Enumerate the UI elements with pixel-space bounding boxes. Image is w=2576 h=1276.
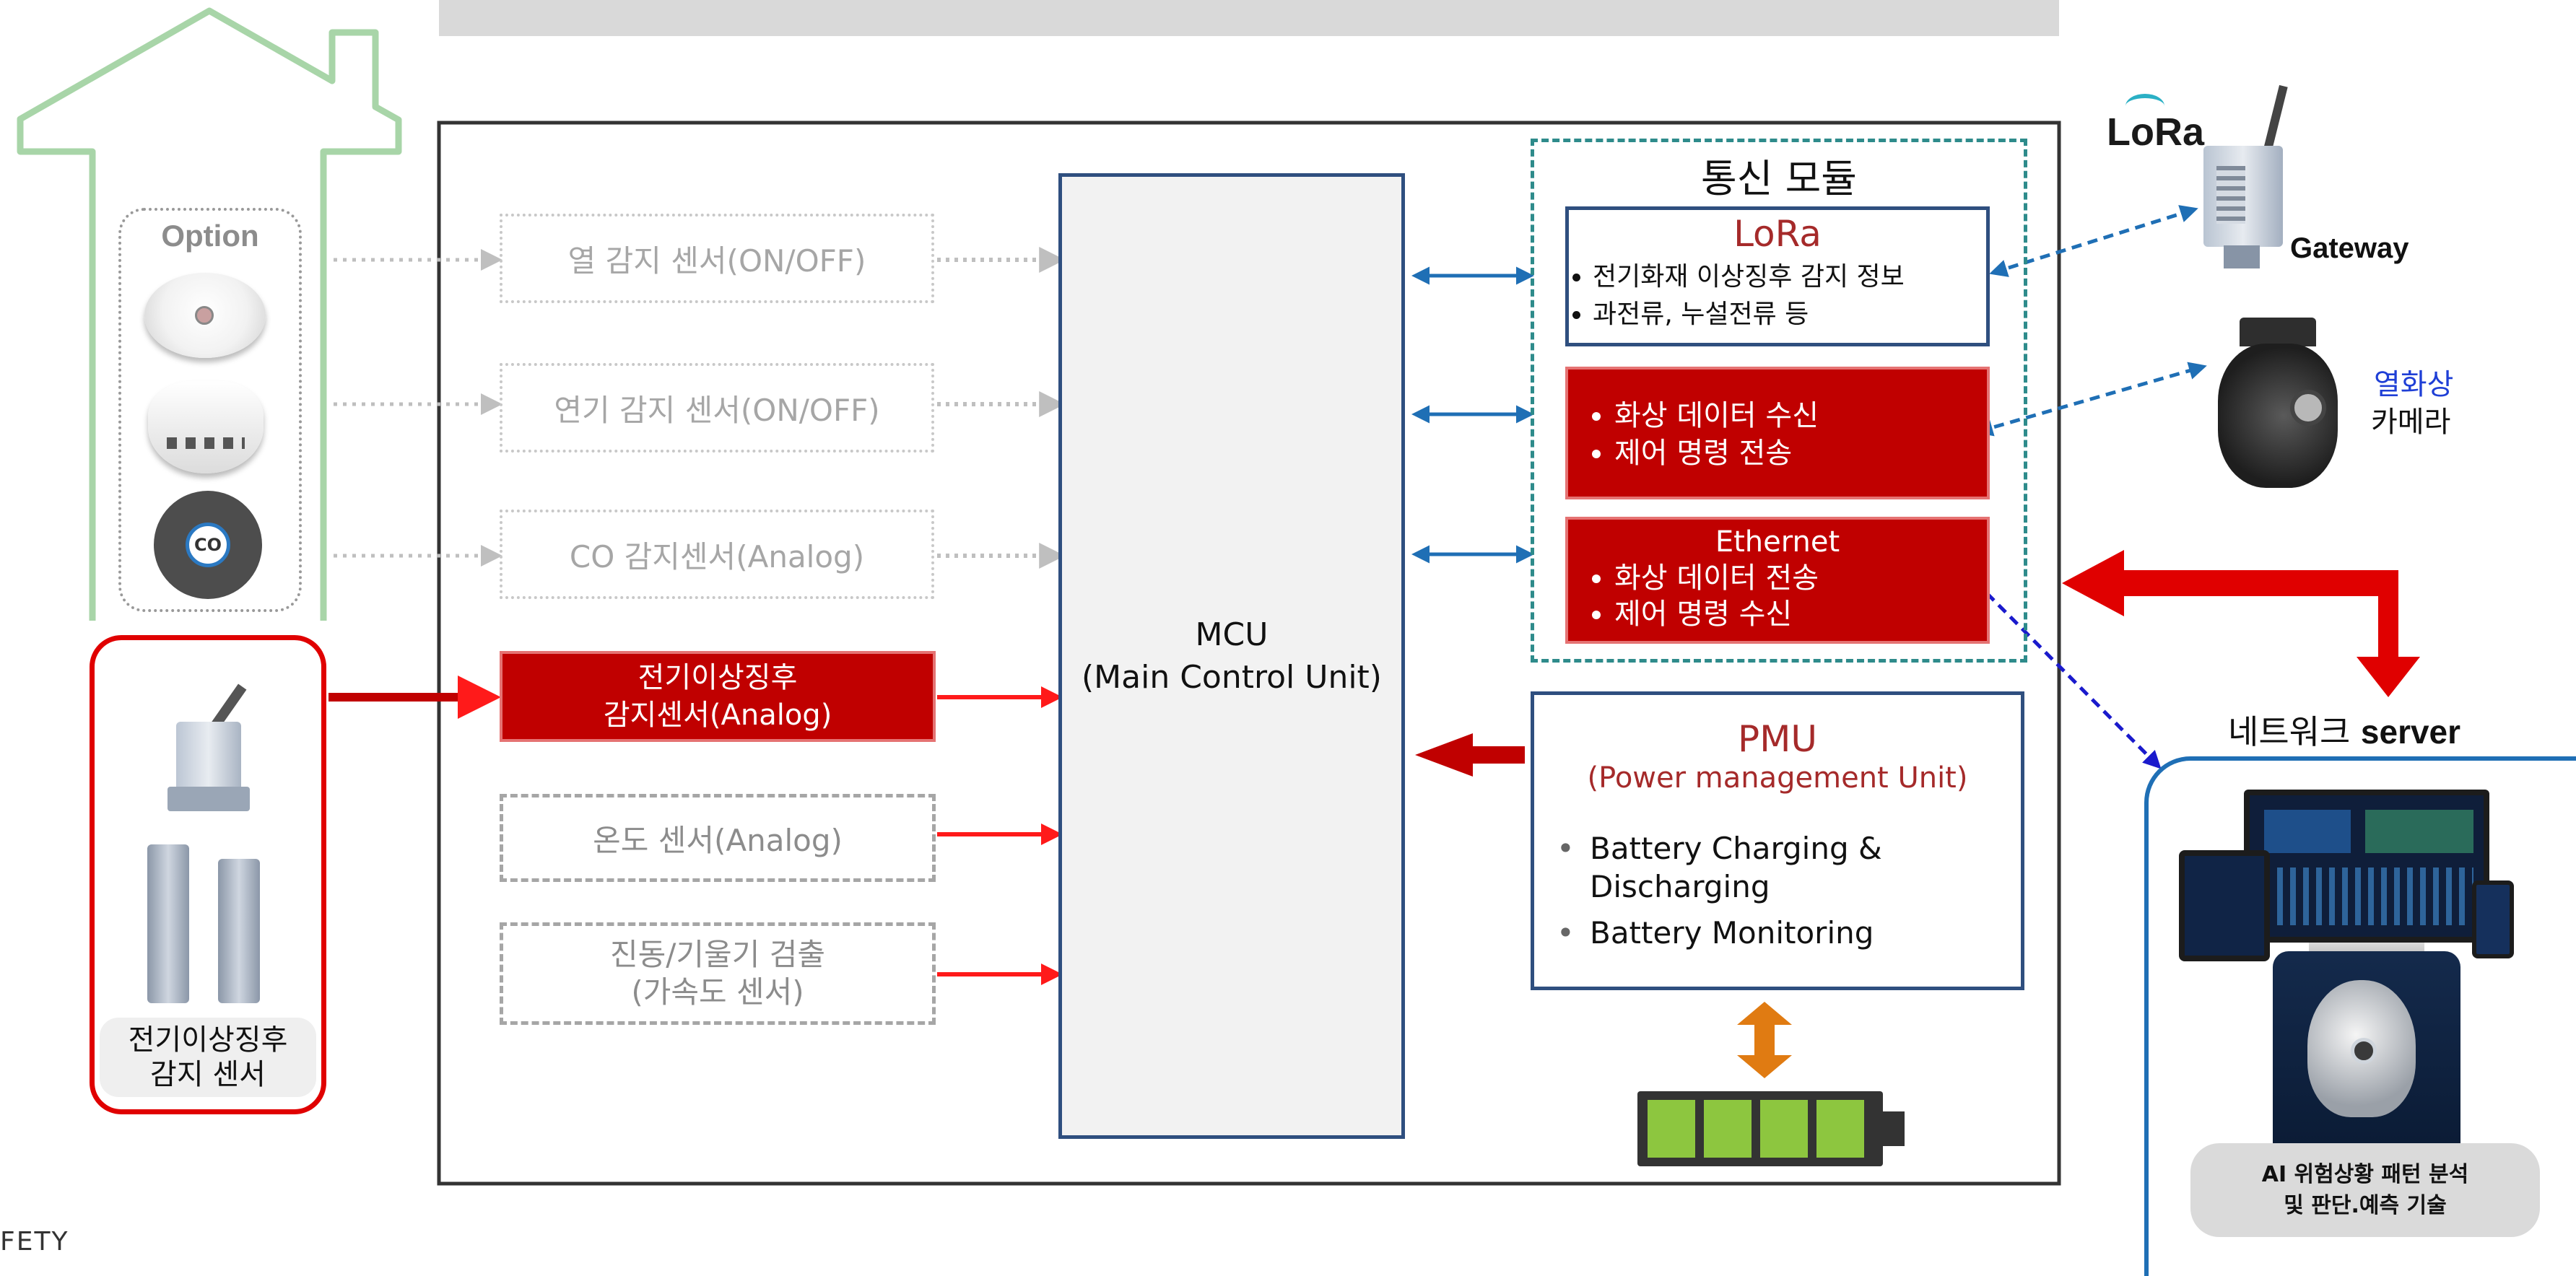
option-label: Option [161,219,259,253]
pmu-title: PMU [1738,718,1817,760]
ethernet-title: Ethernet [1715,525,1840,559]
camera-link-list: 화상 데이터 수신 제어 명령 전송 [1590,397,1965,472]
server-title-ko: 네트워크 [2228,712,2361,751]
sensor-device-image [155,678,253,814]
server-panel [2144,756,2576,1276]
camera-label-top: 열화상 [2374,368,2454,401]
camera-link-item: 제어 명령 전송 [1614,434,1965,472]
dashboard-tablet-image [2179,850,2270,961]
lora-item: 과전류, 누설전류 등 [1593,296,1987,333]
smoke-sensor-box: 연기 감지 센서(ON/OFF) [500,363,934,453]
comm-module-group [1531,139,2027,663]
dashboard-monitor-image [2244,790,2489,943]
clamp-sensor-image-2 [218,859,260,1003]
camera-label-bottom: 카메라 [2371,406,2451,439]
battery-arrow [1737,1002,1792,1078]
heat-detector-image [144,273,266,358]
mcu-block: MCU (Main Control Unit) [1058,173,1405,1139]
ethernet-list: 화상 데이터 전송 제어 명령 수신 [1590,560,1965,632]
bullet-icon: • [1557,915,1575,951]
ethernet-box [1565,517,1990,644]
gateway-label: Gateway [2290,232,2409,264]
heat-sensor-box: 열 감지 센서(ON/OFF) [500,214,934,303]
pmu-subtitle: (Power management Unit) [1587,761,1968,795]
thermal-camera-image [2211,318,2345,491]
co-icon: CO [186,523,230,567]
electric-sensor-group [90,635,326,1114]
pmu-item: •Battery Monitoring [1557,914,2007,953]
pmu-box [1531,691,2024,990]
house-outline [17,7,402,621]
ai-robot-image [2273,951,2460,1168]
heat-detector-led-icon [195,306,214,325]
bullet-icon: • [1557,831,1575,866]
main-frame [437,121,2061,1186]
pmu-item: •Battery Charging & Discharging [1557,831,1882,904]
lora-logo-arc [2125,94,2164,118]
co-detector-image: CO [154,491,262,599]
pmu-list: •Battery Charging & Discharging •Battery… [1552,830,2007,953]
title-banner [439,0,2059,36]
electric-sensor-box: 전기이상징후 감지센서(Analog) [500,651,936,742]
co-sensor-box: CO 감지센서(Analog) [500,510,934,599]
lora-box [1565,206,1990,346]
lora-list: 전기화재 이상징후 감지 정보 과전류, 누설전류 등 [1568,258,1987,333]
lora-title: LoRa [1733,213,1822,255]
pmu-to-mcu-arrow [1415,733,1525,777]
comm-module-title: 통신 모듈 [1701,155,1857,201]
camera-link-box [1565,367,1990,499]
battery-terminal [1883,1111,1905,1146]
temperature-sensor-box: 온도 센서(Analog) [500,794,936,882]
server-title-en: server [2360,713,2461,751]
battery-icon [1637,1091,1883,1166]
gateway-image [2190,84,2296,268]
clamp-sensor-image [147,844,189,1003]
electric-sensor-label: 전기이상징후 감지 센서 [100,1018,316,1097]
footer-text: FETY [0,1227,69,1257]
option-group [118,208,302,612]
lora-item: 전기화재 이상징후 감지 정보 [1593,258,1987,296]
server-title: 네트워크 server [2228,706,2460,753]
smoke-detector-image [148,381,264,473]
ethernet-item: 화상 데이터 전송 [1614,560,1965,596]
dashboard-phone-image [2472,880,2514,958]
ethernet-item: 제어 명령 수신 [1614,596,1965,632]
vibration-sensor-box: 진동/기울기 검출 (가속도 센서) [500,922,936,1025]
network-arrow [2062,550,2420,697]
camera-link-item: 화상 데이터 수신 [1614,397,1965,434]
ai-caption: AI 위험상황 패턴 분석 및 판단.예측 기술 [2190,1143,2540,1237]
